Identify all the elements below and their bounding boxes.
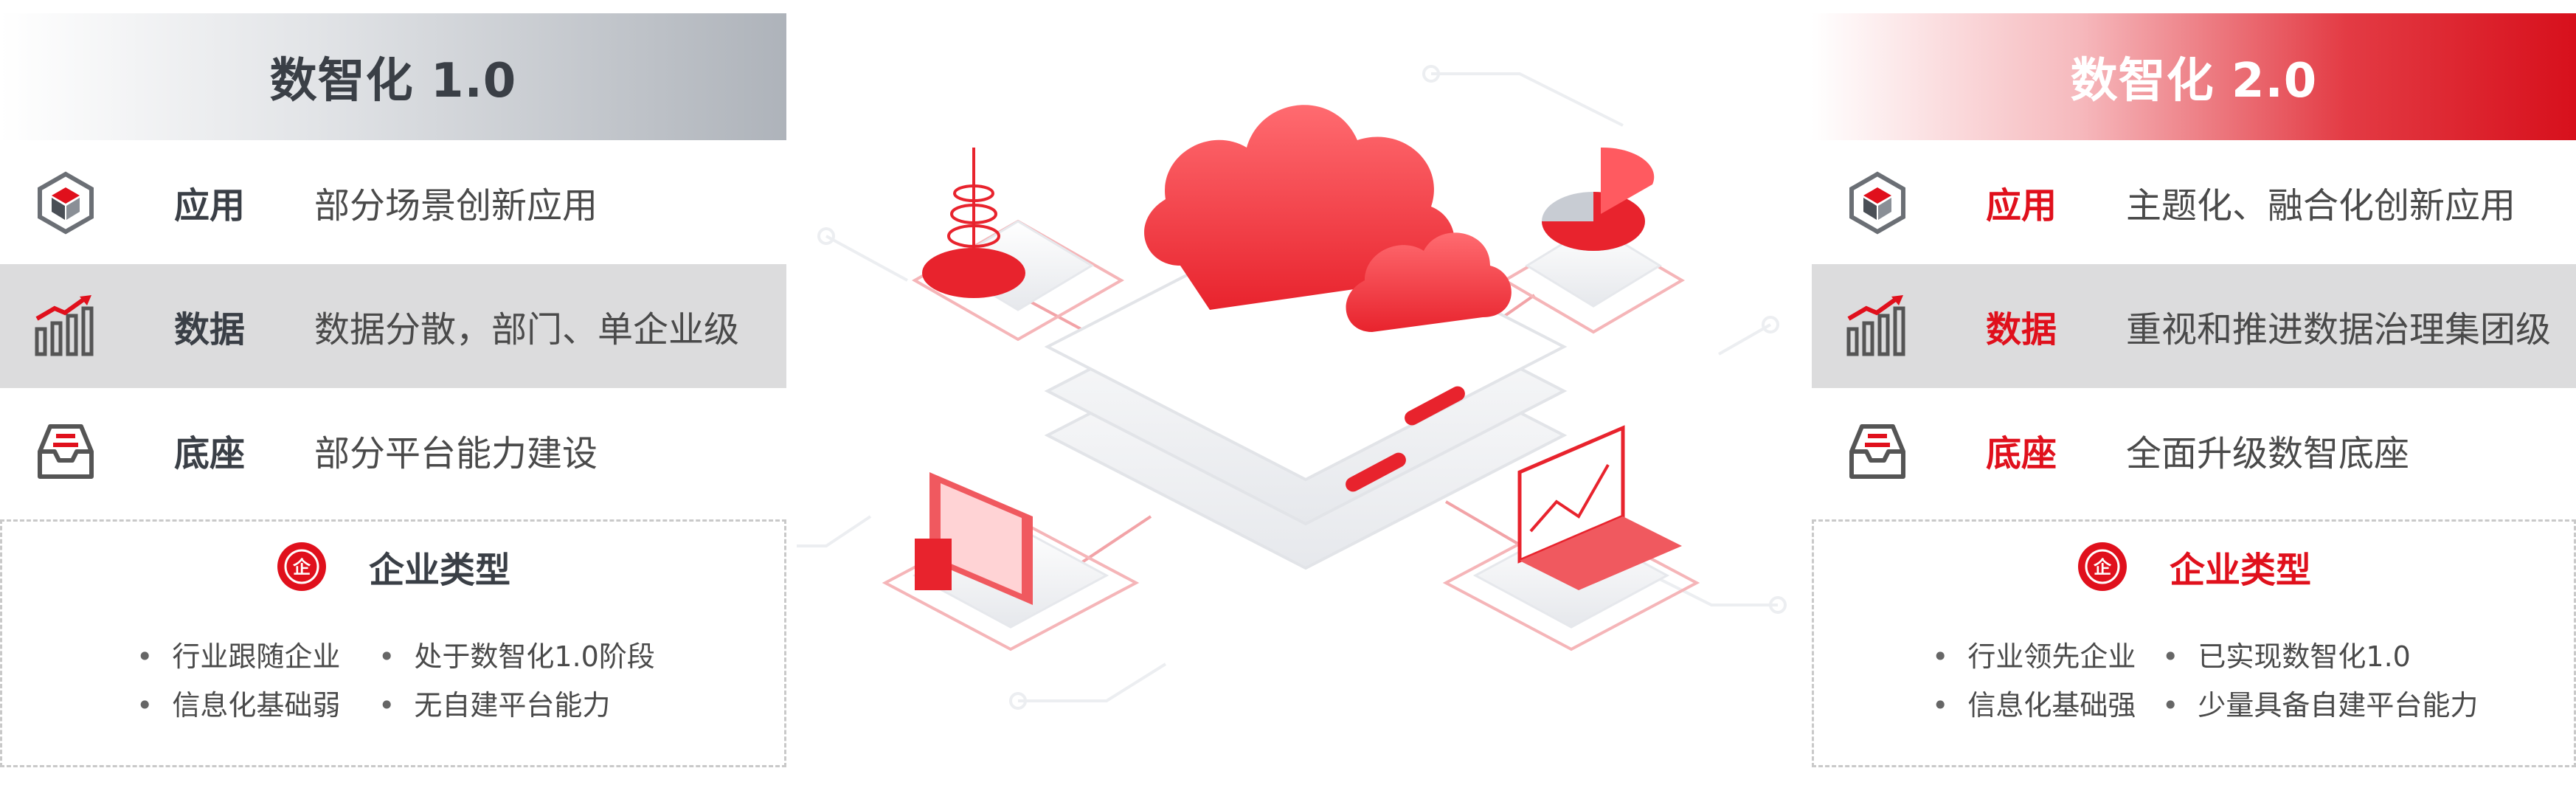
- enterprise-seal-icon: 企: [277, 542, 326, 591]
- enterprise-bullet: 行业跟随企业: [136, 634, 340, 674]
- enterprise-bullet: 信息化基础弱: [136, 682, 340, 723]
- row-label: 数据: [1986, 309, 2057, 350]
- server-stack: [1044, 212, 1568, 570]
- row-application: 应用 主题化、融合化创新应用: [1812, 140, 2576, 264]
- enterprise-bullet: 信息化基础强: [1932, 682, 2136, 723]
- enterprise-type-box: 企 企业类型 行业领先企业 已实现数智化1.0 信息化基础强 少量具备自建平台能…: [1812, 519, 2576, 767]
- row-description: 部分场景创新应用: [314, 185, 598, 226]
- row-description: 数据分散，部门、单企业级: [314, 309, 740, 350]
- enterprise-bullet: 行业领先企业: [1932, 634, 2136, 674]
- cloud-icon: [1144, 105, 1512, 332]
- spiral-tile: [911, 148, 1125, 342]
- enterprise-type-title: 企业类型: [2169, 550, 2311, 591]
- row-foundation: 底座 全面升级数智底座: [1812, 388, 2576, 512]
- enterprise-bullet: 处于数智化1.0阶段: [378, 634, 654, 674]
- row-label: 底座: [1986, 433, 2057, 474]
- laptop-icon: [1517, 425, 1682, 590]
- row-data: 数据 重视和推进数据治理集团级: [1812, 264, 2576, 388]
- panel-title: 数智化 1.0: [0, 13, 786, 140]
- cube-icon: [38, 171, 94, 235]
- row-label: 数据: [174, 309, 246, 350]
- monitor-tile: [882, 472, 1140, 651]
- pie-chart-tile: [1502, 147, 1685, 334]
- bar-chart-icon: [1846, 295, 1905, 356]
- circuit-lines: [797, 65, 1787, 710]
- spiral-icon: [947, 148, 1000, 273]
- inbox-tray-icon: [38, 424, 94, 479]
- row-description: 全面升级数智底座: [2126, 433, 2410, 474]
- enterprise-bullet: 已实现数智化1.0: [2162, 634, 2410, 674]
- row-description: 部分平台能力建设: [314, 433, 598, 474]
- row-foundation: 底座 部分平台能力建设: [0, 388, 786, 512]
- bar-chart-icon: [35, 295, 94, 356]
- enterprise-seal-glyph: 企: [293, 557, 311, 578]
- enterprise-bullet: 无自建平台能力: [378, 682, 610, 723]
- inbox-tray-icon: [1849, 424, 1905, 479]
- pie-chart-icon: [1542, 147, 1655, 251]
- enterprise-type-header: 企 企业类型: [2, 541, 784, 592]
- cloud-platform-illustration: [797, 65, 1787, 710]
- panel-digital-2: 数智化 2.0 应用 主题化、融合化创新应用 数据 重视和推进数据治理集团级: [1812, 13, 2576, 767]
- row-description: 主题化、融合化创新应用: [2126, 185, 2516, 226]
- enterprise-type-title: 企业类型: [368, 550, 510, 591]
- enterprise-type-header: 企 企业类型: [1814, 541, 2574, 592]
- enterprise-type-box: 企 企业类型 行业跟随企业 处于数智化1.0阶段 信息化基础弱 无自建平台能力: [0, 519, 786, 767]
- monitor-icon: [915, 472, 1033, 605]
- row-application: 应用 部分场景创新应用: [0, 140, 786, 264]
- laptop-tile: [1442, 425, 1700, 651]
- row-label: 应用: [174, 185, 246, 226]
- enterprise-seal-glyph: 企: [2094, 557, 2112, 578]
- row-label: 应用: [1986, 185, 2057, 226]
- cube-icon: [1849, 171, 1905, 235]
- enterprise-seal-icon: 企: [2077, 542, 2127, 591]
- row-data: 数据 数据分散，部门、单企业级: [0, 264, 786, 388]
- panel-title: 数智化 2.0: [1812, 13, 2576, 140]
- row-label: 底座: [174, 433, 246, 474]
- panel-digital-1: 数智化 1.0 应用 部分场景创新应用 数据 数据分散，部门、单企业级: [0, 13, 786, 767]
- enterprise-bullet: 少量具备自建平台能力: [2162, 682, 2478, 723]
- row-description: 重视和推进数据治理集团级: [2126, 309, 2552, 350]
